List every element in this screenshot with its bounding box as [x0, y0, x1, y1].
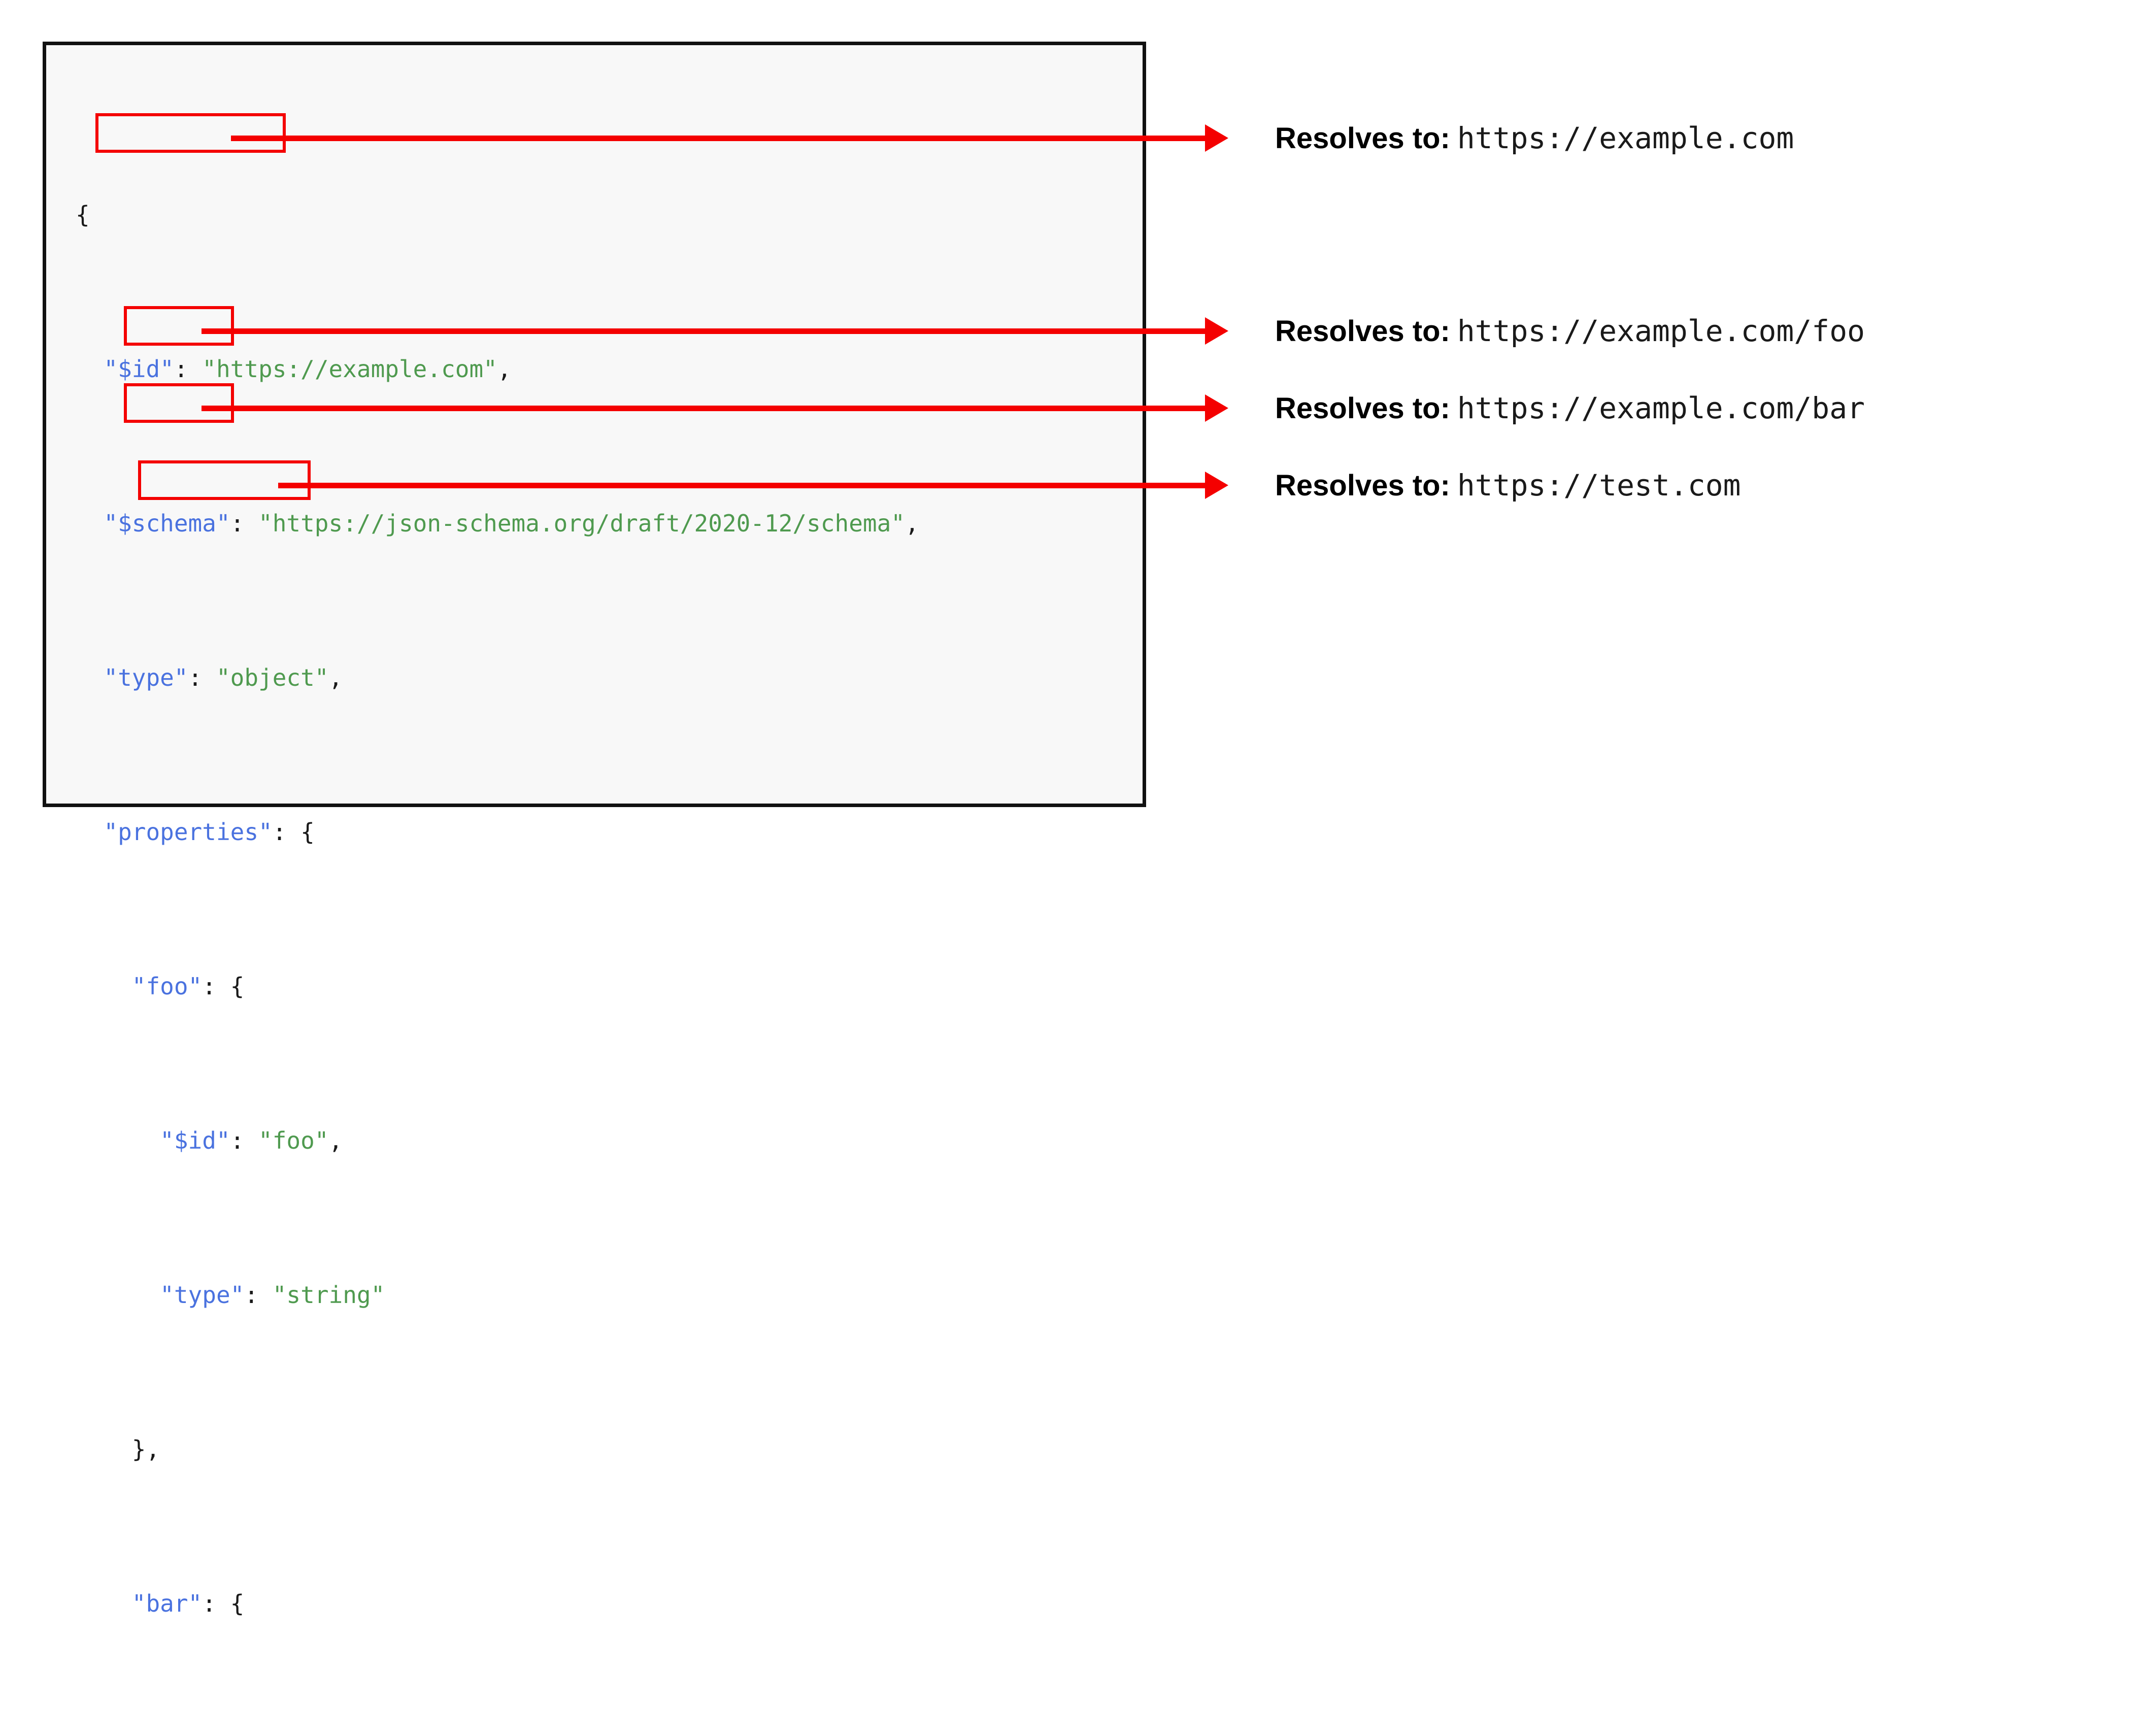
json-code-block: { "$id": "https://example.com", "$schema…: [43, 42, 1146, 1617]
code-indent: [76, 818, 104, 846]
code-token-key: "$id": [104, 355, 174, 383]
code-token-punct: },: [131, 1435, 160, 1463]
code-token-brace: {: [230, 973, 245, 1000]
code-token-string: "string": [272, 1281, 385, 1309]
annotation-resolves-2: Resolves to:https://example.com/foo: [1275, 316, 1865, 346]
code-line-type-string: "type": "string": [76, 1276, 919, 1314]
annotation-url: https://example.com/foo: [1457, 314, 1865, 348]
annotation-label: Resolves to:: [1275, 122, 1450, 155]
annotation-label: Resolves to:: [1275, 469, 1450, 502]
code-indent: [76, 973, 132, 1000]
code-token-colon: :: [188, 664, 216, 691]
code-token-key: "type": [160, 1281, 245, 1309]
code-indent: [76, 1435, 132, 1463]
code-indent: [76, 510, 104, 537]
code-token-string: "object": [216, 664, 329, 691]
arrow-head-icon: [1205, 124, 1228, 152]
code-token-colon: :: [272, 818, 301, 846]
code-token-comma: ,: [328, 1127, 343, 1154]
code-line-type-object: "type": "object",: [76, 658, 919, 697]
code-token-colon: :: [202, 1590, 230, 1617]
code-token-colon: :: [230, 510, 259, 537]
code-token-comma: ,: [497, 355, 512, 383]
code-token-string: "https://example.com": [202, 355, 497, 383]
code-token-key: "properties": [104, 818, 273, 846]
annotation-label: Resolves to:: [1275, 392, 1450, 425]
code-token-key: "$schema": [104, 510, 230, 537]
code-token-string: "https://json-schema.org/draft/2020-12/s…: [258, 510, 905, 537]
code-indent: [76, 664, 104, 691]
annotation-url: https://example.com/bar: [1457, 391, 1865, 425]
arrow-head-icon: [1205, 317, 1228, 345]
code-line-properties: "properties": {: [76, 813, 919, 851]
code-token-colon: :: [174, 355, 203, 383]
code-line-id-foo: "$id": "foo",: [76, 1121, 919, 1160]
code-line: },: [76, 1430, 919, 1468]
code-token-colon: :: [244, 1281, 273, 1309]
arrow-shaft: [202, 328, 1205, 334]
code-token-punct: {: [76, 201, 90, 228]
arrow-shaft: [202, 406, 1205, 411]
code-token-colon: :: [230, 1127, 259, 1154]
code-token-brace: {: [230, 1590, 245, 1617]
code-indent: [76, 1590, 132, 1617]
code-token-string: "foo": [258, 1127, 329, 1154]
code-token-key: "type": [104, 664, 188, 691]
code-token-comma: ,: [905, 510, 919, 537]
annotation-resolves-3: Resolves to:https://example.com/bar: [1275, 393, 1865, 423]
code-line-bar: "bar": {: [76, 1584, 919, 1623]
code-token-colon: :: [202, 973, 230, 1000]
code-token-brace: {: [300, 818, 315, 846]
arrow-head-icon: [1205, 472, 1228, 499]
annotation-url: https://example.com: [1457, 121, 1794, 155]
code-line-id-root: "$id": "https://example.com",: [76, 350, 919, 388]
arrow-shaft: [278, 483, 1205, 488]
annotation-resolves-4: Resolves to:https://test.com: [1275, 471, 1741, 500]
code-indent: [76, 355, 104, 383]
code-token-key: "bar": [131, 1590, 203, 1617]
code-indent: [76, 1127, 160, 1154]
code-indent: [76, 1281, 160, 1309]
annotation-url: https://test.com: [1457, 468, 1741, 503]
code-token-key: "foo": [131, 973, 203, 1000]
annotation-label: Resolves to:: [1275, 315, 1450, 348]
code-line-foo: "foo": {: [76, 967, 919, 1006]
code-line: {: [76, 195, 919, 234]
code-line-schema: "$schema": "https://json-schema.org/draf…: [76, 504, 919, 543]
code-token-key: "$id": [160, 1127, 230, 1154]
annotation-resolves-1: Resolves to:https://example.com: [1275, 123, 1794, 153]
arrow-shaft: [231, 136, 1205, 141]
code-token-comma: ,: [328, 664, 343, 691]
arrow-head-icon: [1205, 394, 1228, 422]
